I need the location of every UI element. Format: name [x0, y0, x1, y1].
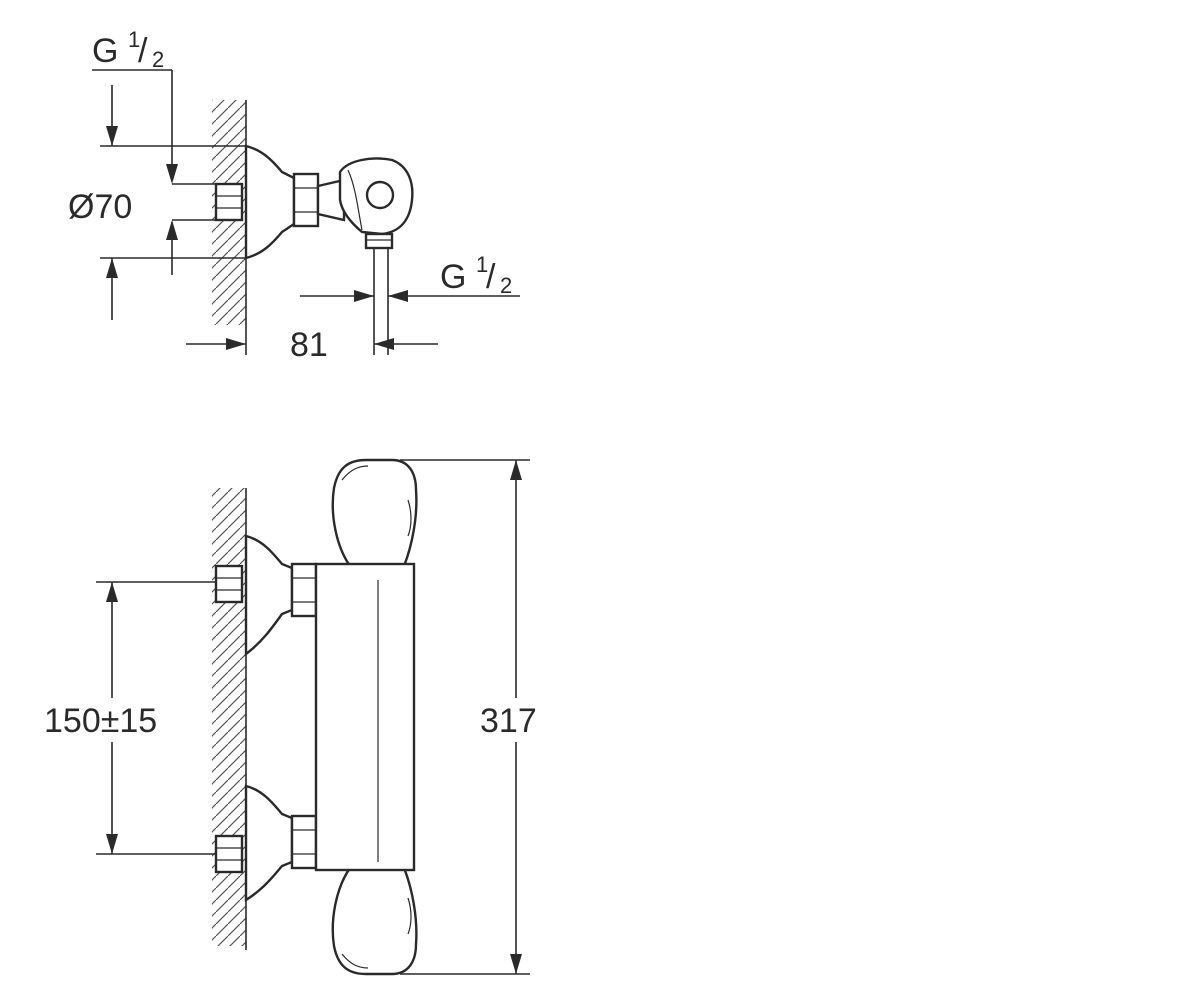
top-nut [292, 172, 320, 228]
top-wall-flange [244, 144, 296, 260]
projection-dimension: 81 [186, 326, 438, 364]
top-handle [331, 458, 418, 568]
spacing-label: 150±15 [44, 702, 157, 740]
inlet-thread-prefix: G [92, 32, 118, 70]
diameter-dimension: Ø70 [68, 85, 246, 320]
projection-label: 81 [290, 326, 328, 364]
lower-connection [214, 784, 318, 903]
height-label: 317 [480, 702, 537, 740]
outlet-thread-slash: / [486, 258, 496, 296]
top-outlet-spout [364, 232, 394, 250]
height-dimension: 317 [400, 459, 537, 975]
outlet-thread-dimension: G 1 / 2 [300, 252, 520, 302]
outlet-thread-denominator: 2 [500, 273, 512, 298]
spacing-dimension: 150±15 [44, 581, 216, 855]
diameter-label: Ø70 [68, 188, 132, 226]
front-view: 150±15 317 [44, 458, 537, 976]
outlet-thread-numerator: 1 [476, 252, 488, 277]
outlet-thread-prefix: G [440, 258, 466, 296]
upper-connection [214, 534, 318, 657]
top-control-knob-icon [365, 180, 395, 210]
front-wall [212, 488, 247, 950]
inlet-thread-dimension: G 1 / 2 [92, 27, 216, 275]
top-view: G 1 / 2 Ø70 G [68, 27, 520, 364]
top-inlet-connector [214, 182, 244, 222]
inlet-thread-denominator: 2 [152, 47, 164, 72]
inlet-thread-numerator: 1 [128, 27, 140, 52]
bottom-handle [331, 866, 418, 976]
thermostat-body [314, 562, 416, 872]
top-wall [212, 100, 247, 355]
inlet-thread-slash: / [138, 32, 148, 70]
